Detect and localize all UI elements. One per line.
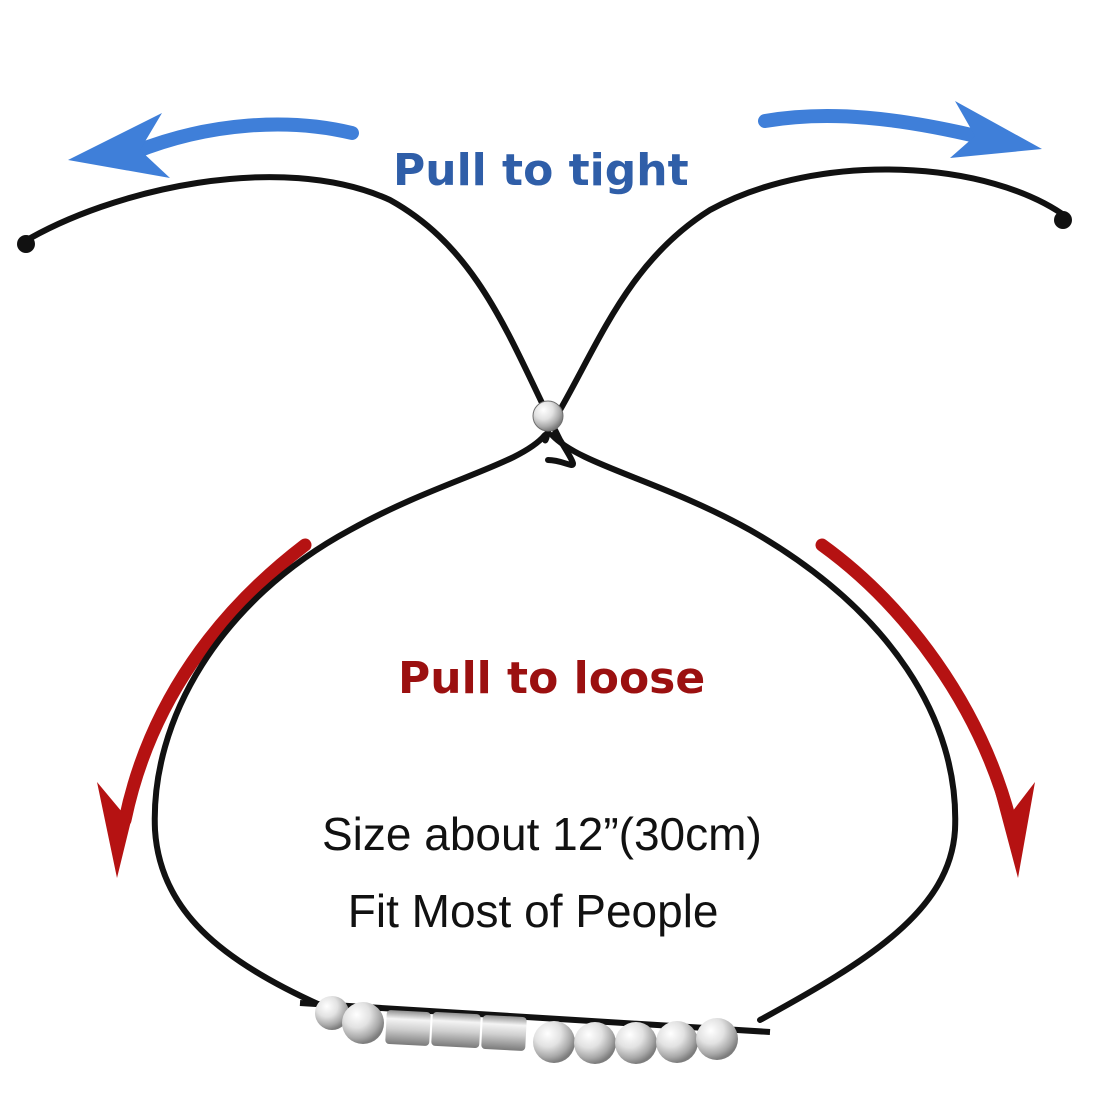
- arrowhead-down-right: [993, 782, 1035, 878]
- cord-end-right: [1054, 211, 1072, 229]
- cord-upper-left: [19, 174, 576, 468]
- curved-arrow-down-left-icon: [118, 538, 312, 827]
- bead: [656, 1021, 698, 1063]
- cord-upper-right: [542, 166, 1071, 444]
- bead: [615, 1022, 657, 1064]
- bead: [342, 1002, 384, 1044]
- tube-bead: [481, 1015, 527, 1051]
- arrowhead-left: [68, 113, 170, 178]
- cord-lower-right: [549, 432, 959, 1023]
- curved-arrow-left-icon: [128, 117, 359, 159]
- curved-arrow-right-icon: [758, 109, 987, 144]
- bead: [696, 1018, 738, 1060]
- right-tight-arrow: [758, 101, 1042, 158]
- cord-end-left: [17, 235, 35, 253]
- tube-bead: [431, 1011, 481, 1049]
- left-loose-arrow: [97, 538, 312, 878]
- curved-arrow-down-right-icon: [815, 538, 1017, 827]
- bead-bar: [299, 996, 771, 1064]
- size-caption: Size about 12”(30cm): [322, 808, 762, 860]
- arrowhead-down-left: [97, 782, 140, 878]
- right-loose-arrow: [815, 538, 1035, 878]
- sliding-knot-bead: [532, 400, 564, 432]
- tube-bead: [385, 1010, 431, 1046]
- pull-to-tight-label: Pull to tight: [393, 145, 689, 196]
- bead: [533, 1021, 575, 1063]
- bead: [574, 1022, 616, 1064]
- left-tight-arrow: [68, 113, 359, 178]
- pull-to-loose-label: Pull to loose: [398, 653, 705, 704]
- arrowhead-right: [950, 101, 1042, 158]
- fit-caption: Fit Most of People: [335, 885, 719, 937]
- cord-lower-left: [151, 432, 548, 1008]
- bead: [315, 996, 349, 1030]
